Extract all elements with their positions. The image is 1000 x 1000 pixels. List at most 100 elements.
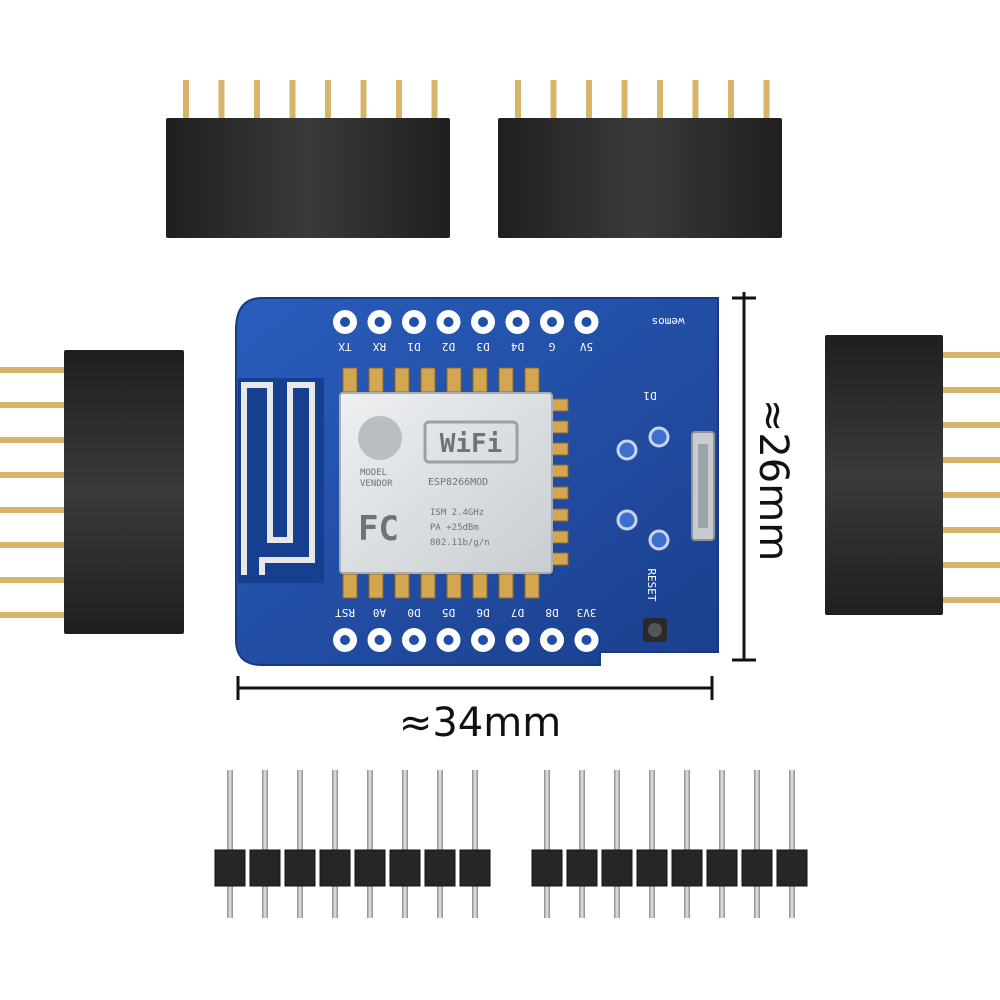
pin-hole	[547, 317, 557, 327]
pin-label: RST	[335, 606, 355, 619]
header-pin	[684, 770, 690, 918]
pin-spacer	[284, 849, 316, 887]
module-pad	[368, 367, 384, 393]
header-pin	[332, 770, 338, 918]
pin-hole	[409, 635, 419, 645]
header-pin	[0, 472, 66, 478]
female-header-right	[825, 335, 1000, 615]
pin-spacer	[249, 849, 281, 887]
pcb-antenna-trace	[241, 382, 315, 575]
module-side-pad	[551, 508, 569, 522]
header-pin	[550, 80, 557, 120]
pin-spacer	[531, 849, 563, 887]
module-pad	[498, 573, 514, 599]
pin-hole	[581, 317, 592, 327]
pin-spacer	[776, 849, 808, 887]
header-pin	[402, 770, 408, 918]
header-pin	[360, 80, 367, 120]
brand-label: wemos	[651, 315, 684, 328]
module-side-pad	[551, 486, 569, 500]
header-pin	[183, 80, 189, 120]
header-pin	[227, 770, 233, 918]
module-pad	[420, 573, 436, 599]
header-pin	[940, 352, 1000, 358]
header-pin	[0, 367, 66, 373]
module-pad	[420, 367, 436, 393]
pin-hole	[340, 635, 350, 645]
model-label: D1	[643, 389, 656, 402]
header-pin	[657, 80, 663, 120]
module-pad	[394, 367, 410, 393]
header-pin	[940, 457, 1000, 463]
pin-label: D5	[442, 606, 455, 619]
pin-hole	[478, 635, 488, 645]
pin-label: D0	[407, 606, 420, 619]
header-pin	[396, 80, 402, 120]
module-pad	[368, 573, 384, 599]
header-pin	[437, 770, 443, 918]
pin-hole	[512, 635, 523, 645]
module-side-pad	[551, 398, 569, 412]
pin-spacer	[319, 849, 351, 887]
module-spec-line2: PA +25dBm	[430, 523, 479, 533]
male-header-bottom-right	[531, 770, 808, 918]
module-side-pad	[551, 552, 569, 566]
pin-spacer	[459, 849, 491, 887]
header-pin	[719, 770, 725, 918]
pin-label: D4	[511, 340, 525, 353]
header-pin	[586, 80, 592, 120]
pin-label: D3	[476, 340, 489, 353]
pin-hole	[443, 635, 454, 645]
module-spec-line3: 802.11b/g/n	[430, 538, 490, 548]
pin-label: D6	[476, 606, 489, 619]
reset-label: RESET	[645, 568, 658, 601]
pin-label: D8	[545, 606, 558, 619]
pin-hole	[478, 317, 488, 327]
header-pin	[754, 770, 760, 918]
module-pad	[394, 573, 410, 599]
module-side-pad	[551, 530, 569, 544]
module-side-pad	[551, 420, 569, 434]
pin-hole	[340, 317, 350, 327]
module-spec-line1: ISM 2.4GHz	[430, 508, 484, 518]
pin-label: RX	[373, 340, 387, 353]
header-pin	[940, 387, 1000, 393]
header-pin	[262, 770, 268, 918]
pin-hole	[374, 635, 385, 645]
header-pin	[0, 402, 66, 408]
header-pin	[614, 770, 620, 918]
module-side-pad	[551, 464, 569, 478]
pin-hole	[409, 317, 419, 327]
pin-spacer	[741, 849, 773, 887]
header-pin	[297, 770, 303, 918]
pin-label: D2	[442, 340, 455, 353]
header-pin	[940, 422, 1000, 428]
pin-spacer	[566, 849, 598, 887]
module-pad	[524, 573, 540, 599]
pin-spacer	[706, 849, 738, 887]
pin-spacer	[214, 849, 246, 887]
header-pin	[0, 577, 66, 583]
header-pin	[940, 492, 1000, 498]
height-label: ≈26mm	[750, 399, 796, 561]
module-side-pad	[551, 442, 569, 456]
module-chip-name: ESP8266MOD	[428, 477, 488, 488]
pin-label: 5V	[580, 340, 594, 353]
header-pin	[940, 527, 1000, 533]
header-pin	[649, 770, 655, 918]
header-pin	[940, 597, 1000, 603]
width-label: ≈34mm	[399, 700, 561, 746]
header-pin	[789, 770, 795, 918]
pin-hole	[374, 317, 385, 327]
header-pin	[218, 80, 225, 120]
pin-label: G	[549, 340, 556, 353]
module-pad	[472, 367, 488, 393]
header-pin	[289, 80, 296, 120]
pin-spacer	[601, 849, 633, 887]
male-header-bottom-left	[214, 770, 491, 918]
header-pin	[0, 507, 66, 513]
female-header-top-left	[166, 80, 450, 238]
header-pin	[325, 80, 331, 120]
wifi-logo: WiFi	[440, 429, 503, 459]
header-pin	[515, 80, 521, 120]
